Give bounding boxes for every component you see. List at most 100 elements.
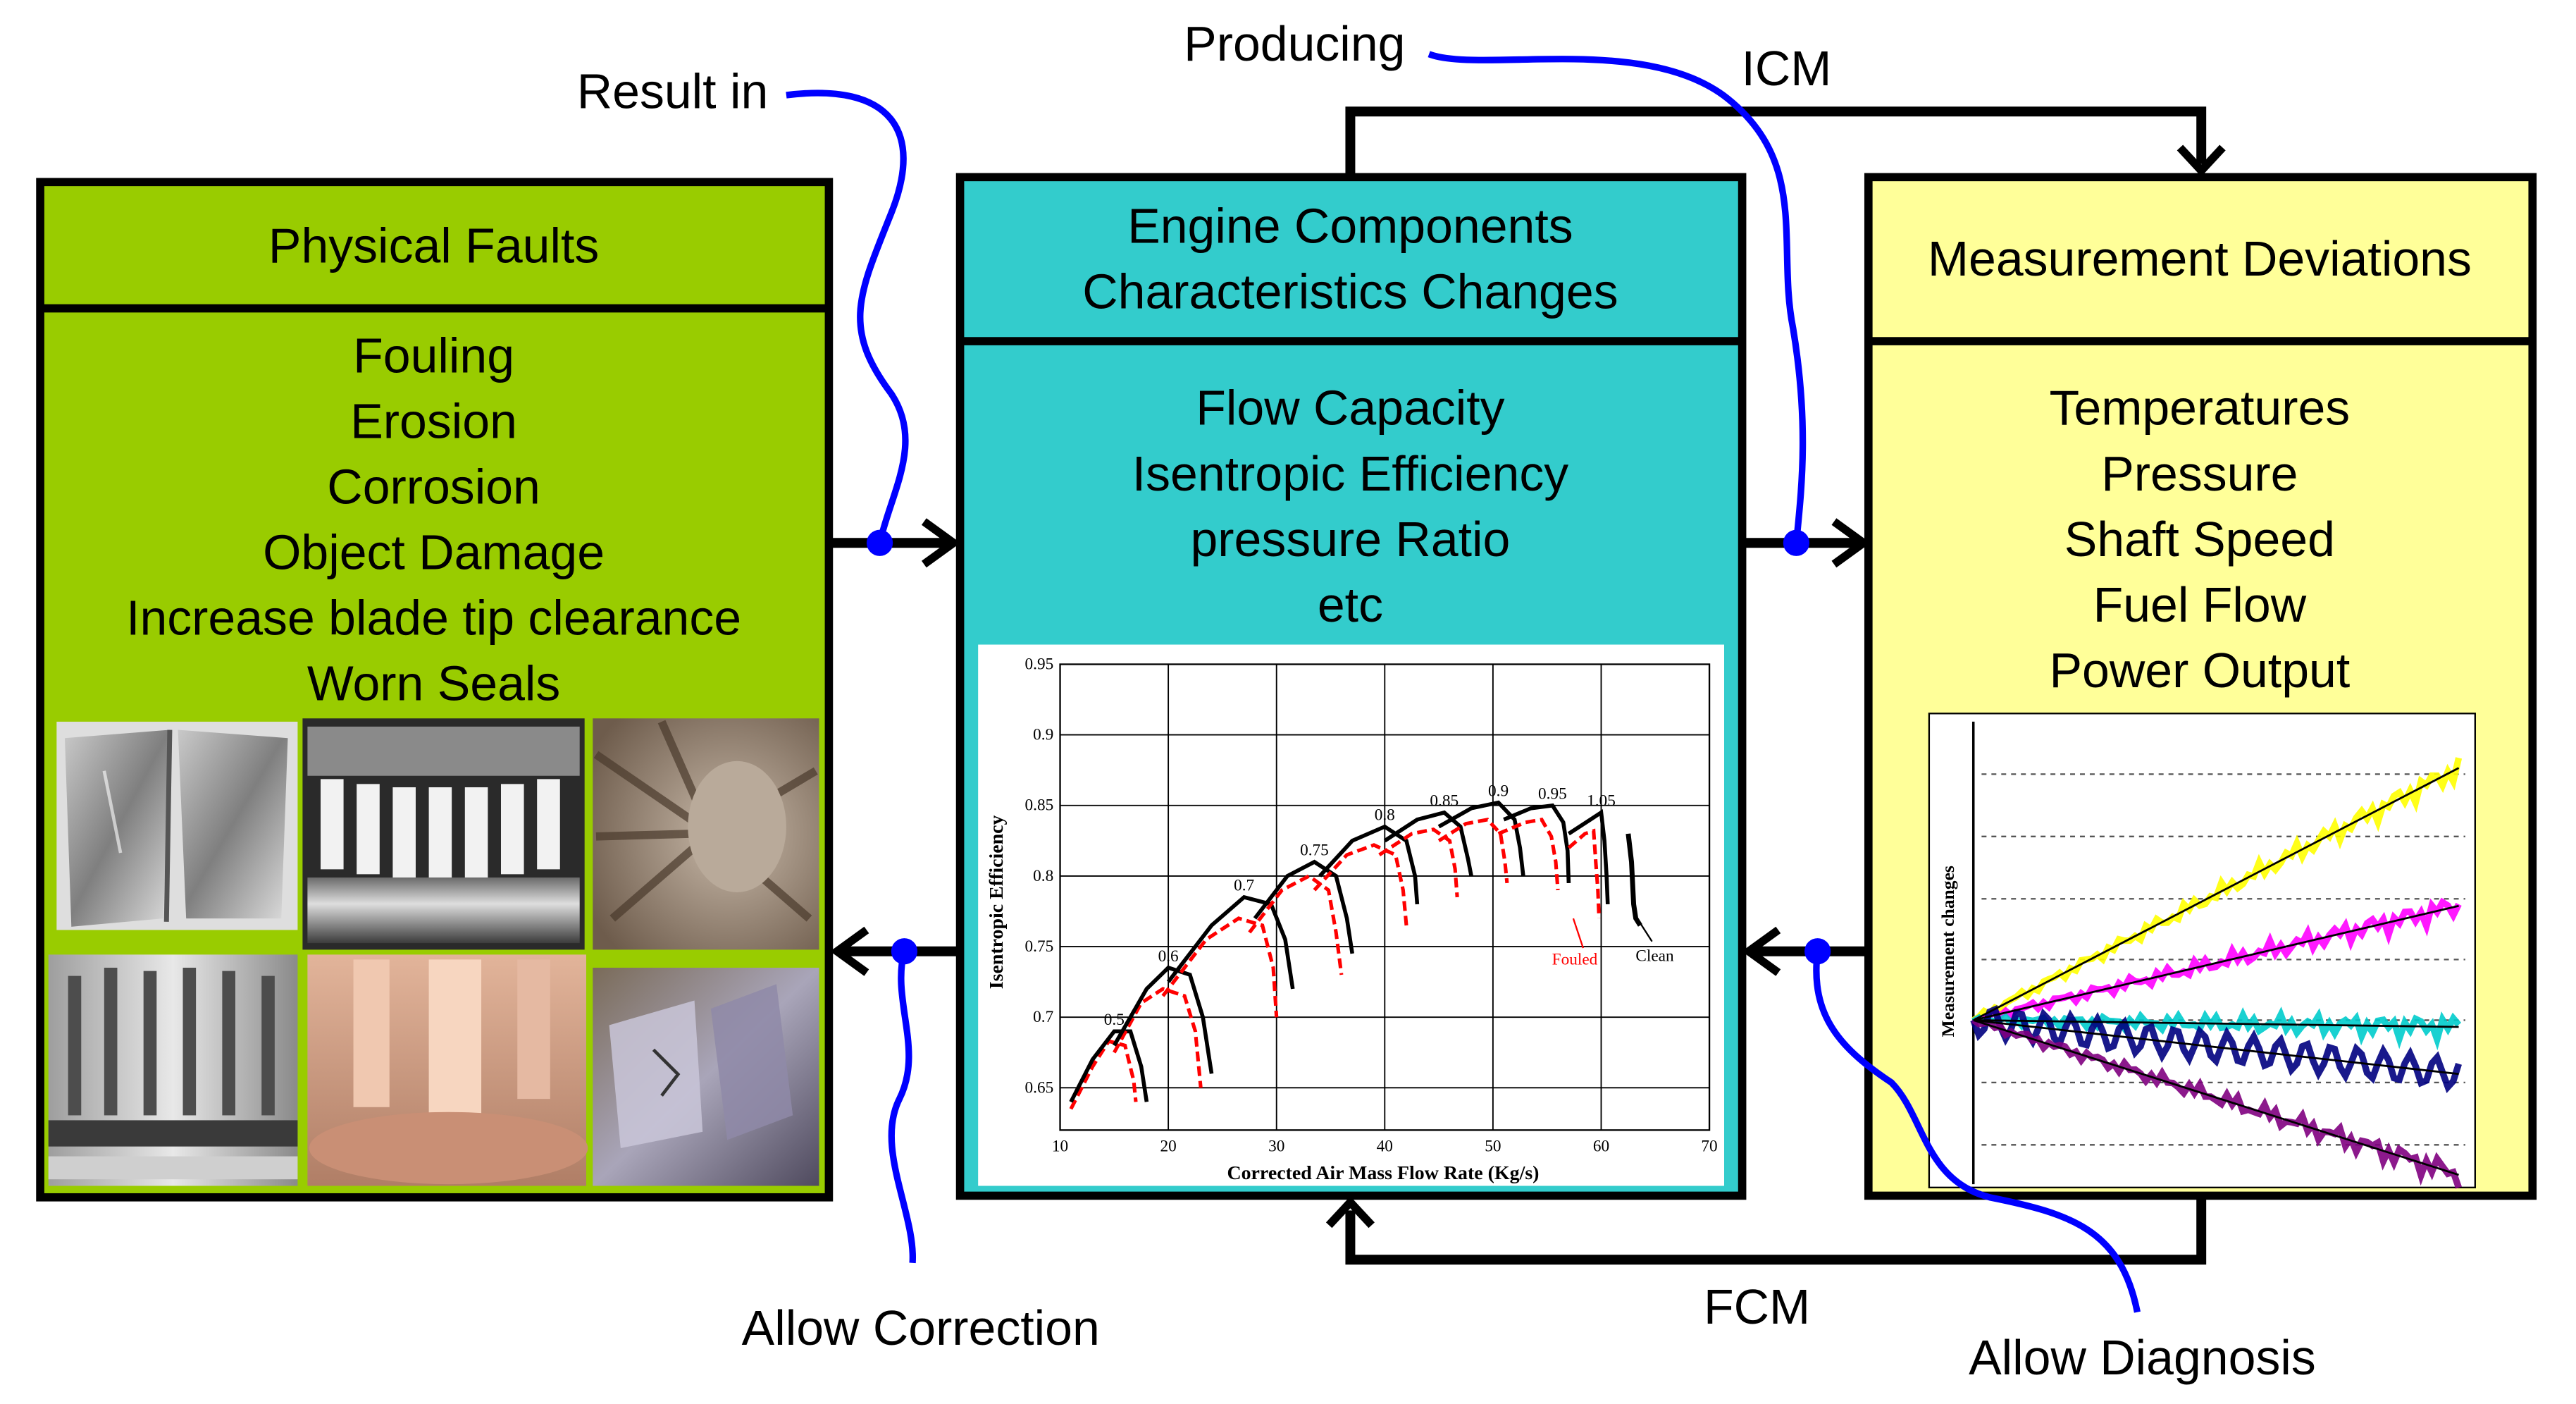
component-item: Flow Capacity [1196,381,1504,436]
fcm-label: FCM [1704,1279,1810,1334]
measurement-series-line [1971,897,2462,1026]
fouled-speed-line [1567,828,1602,919]
speed-line-label: 1.05 [1587,792,1616,810]
worn-blade-row-photo [48,954,298,1186]
allow-correction-dot [891,938,918,965]
label-connectors [786,51,2141,1313]
corroded-vanes-photo [593,718,819,950]
result-in-label: Result in [577,64,769,119]
efficiency-chart-lines [1069,800,1642,1110]
fouled-annotation-pointer [1572,918,1584,949]
y-tick-label: 0.85 [1025,796,1054,815]
connector-dots [866,529,1831,965]
measurement-chart: Measurement changes [1928,713,2476,1189]
fouled-annotation: Fouled [1552,950,1598,968]
component-item: Isentropic Efficiency [1132,446,1569,501]
measurement-trend-line [1973,904,2459,1021]
measurement-trend-line [1973,1019,2459,1028]
y-tick-label: 0.65 [1025,1078,1054,1097]
speed-line-label: 0.7 [1234,877,1254,895]
engine-components-title-line1: Engine Components [1127,198,1573,253]
fault-item: Worn Seals [307,656,560,711]
x-tick-label: 10 [1052,1138,1068,1156]
eroded-blade-photo [56,721,298,930]
icm-loop [1345,106,2207,178]
fault-item: Corrosion [327,459,540,514]
fouled-speed-line [1161,916,1279,1018]
producing-connector [1428,51,1807,543]
x-tick-label: 70 [1701,1138,1717,1156]
allow-correction-label: Allow Correction [742,1300,1100,1355]
result-in-connector [786,90,909,544]
efficiency-chart-ylabel: Isentropic Efficiency [986,815,1008,989]
fouled-rotor-photo [302,718,585,950]
y-tick-label: 0.7 [1033,1008,1053,1026]
speed-line-label: 0.6 [1158,947,1179,966]
speed-line-label: 0.8 [1375,806,1395,824]
allow-diagnosis-label: Allow Diagnosis [1969,1330,2316,1385]
speed-line-label: 0.85 [1430,792,1459,810]
engine-components-title-line2: Characteristics Changes [1082,264,1618,319]
measurement-chart-series [1970,757,2463,1189]
clean-speed-line [1166,894,1295,990]
measurement-item: Pressure [2101,446,2298,501]
measurement-chart-background [1928,713,2476,1188]
clean-speed-line [1437,800,1525,877]
engine-components-box: Engine Components Characteristics Change… [955,173,1747,1200]
measurement-item: Power Output [2049,643,2350,698]
measurement-trend-line [1973,1019,2459,1176]
allow-diagnosis-dot [1804,938,1831,965]
y-tick-label: 0.95 [1025,655,1054,673]
measurement-series-line [1971,1006,2462,1051]
clean-annotation-pointer [1636,918,1653,942]
damaged-blade-photo [593,967,819,1186]
fault-item: Object Damage [263,525,605,580]
fouled-blades-photo [307,954,588,1186]
producing-dot [1783,529,1810,556]
icm-label: ICM [1741,41,1831,96]
fouled-speed-line [1069,1039,1138,1110]
producing-label: Producing [1184,16,1405,71]
component-item: pressure Ratio [1190,512,1510,567]
icm-arrowhead [2176,144,2226,177]
fouled-speed-line [1437,818,1509,884]
measurement-deviations-box: Measurement Deviations Temperatures Pres… [1864,173,2537,1200]
speed-line-label: 0.5 [1104,1011,1125,1029]
components-to-measurements-arrowhead [1831,518,1871,568]
clean-speed-line [1567,809,1610,905]
measurements-to-components-arrowhead [1741,926,1781,976]
clean-annotation: Clean [1635,947,1674,966]
clean-tail-line [1626,833,1642,927]
y-tick-label: 0.75 [1025,937,1054,956]
fouled-speed-line [1378,827,1459,898]
x-tick-label: 20 [1160,1138,1176,1156]
components-to-faults-arrowhead [830,926,869,976]
efficiency-chart-xlabel: Corrected Air Mass Flow Rate (Kg/s) [1227,1162,1539,1184]
measurement-trend-line [1973,1019,2459,1076]
efficiency-chart-background [978,644,1725,1186]
fcm-arrowhead [1325,1196,1375,1228]
x-tick-label: 50 [1485,1138,1501,1156]
physical-faults-title: Physical Faults [268,218,599,273]
x-tick-label: 40 [1377,1138,1393,1156]
y-tick-label: 0.9 [1033,726,1053,744]
clean-speed-line [1503,803,1571,884]
fault-item: Fouling [353,328,514,383]
measurement-deviations-title: Measurement Deviations [1928,231,2472,286]
speed-line-label: 0.95 [1538,784,1567,803]
fault-item: Erosion [350,393,517,448]
physical-faults-box: Physical Faults Fouling Erosion Corrosio… [36,178,834,1202]
speed-line-label: 0.9 [1488,782,1509,800]
physical-faults-border [36,178,834,1202]
fouled-speed-line [1497,818,1560,891]
result-in-dot [866,529,893,556]
y-tick-label: 0.8 [1033,867,1053,885]
allow-diagnosis-connector [1813,951,2141,1313]
fault-item: Increase blade tip clearance [126,591,741,646]
measurement-item: Shaft Speed [2064,512,2335,567]
measurement-item: Fuel Flow [2093,577,2307,632]
